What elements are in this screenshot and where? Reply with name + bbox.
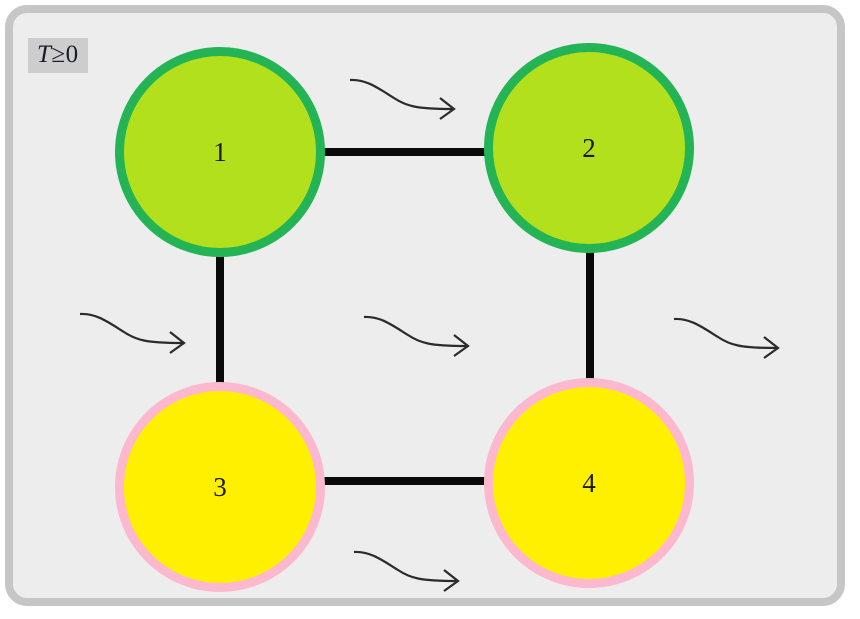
edge-3-4 — [319, 477, 493, 485]
edge-1-2 — [319, 148, 493, 156]
node-3-label: 3 — [213, 471, 227, 502]
arrow-right-icon — [673, 317, 780, 359]
arrow-top-icon — [349, 78, 456, 120]
node-4[interactable]: 4 — [484, 378, 694, 588]
edge-1-3 — [216, 253, 224, 383]
arrow-left-icon — [79, 312, 186, 354]
time-value: 0 — [65, 41, 79, 68]
time-condition-label: T≥0 — [28, 38, 88, 73]
time-variable: T — [37, 41, 52, 68]
node-1-label: 1 — [213, 136, 227, 167]
arrow-bottom-icon — [353, 550, 460, 592]
node-2-label: 2 — [582, 132, 596, 163]
arrow-center-icon — [363, 315, 470, 357]
edge-2-4 — [586, 249, 594, 379]
node-2[interactable]: 2 — [484, 43, 694, 253]
node-3[interactable]: 3 — [115, 382, 325, 592]
time-operator: ≥ — [51, 41, 66, 68]
node-1[interactable]: 1 — [115, 47, 325, 257]
node-4-label: 4 — [582, 467, 596, 498]
